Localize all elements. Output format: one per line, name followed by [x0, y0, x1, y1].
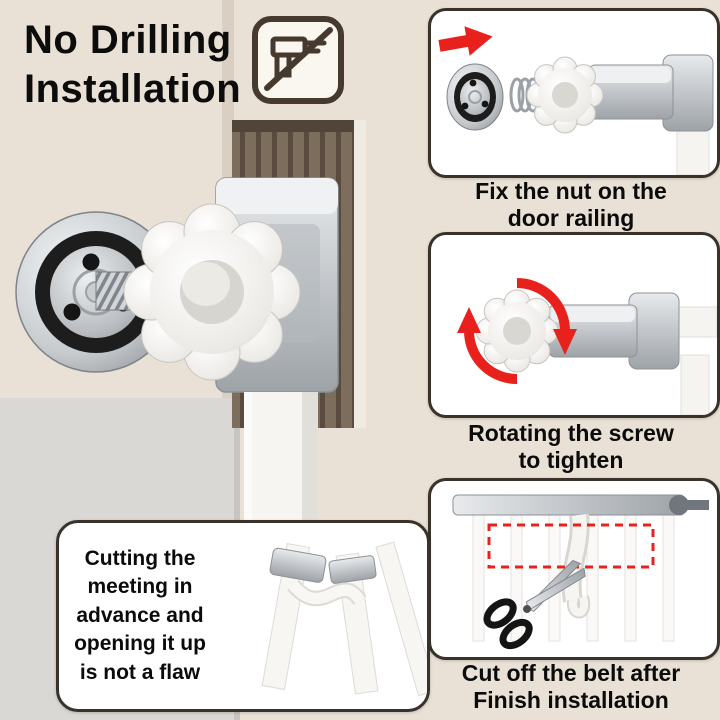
- rotation-arrow-icon: [457, 278, 577, 384]
- note-text: Cutting the meeting in advance and openi…: [59, 545, 221, 687]
- note-panel: Cutting the meeting in advance and openi…: [56, 520, 430, 712]
- knob-small: [475, 289, 559, 373]
- no-drilling-icon: [250, 14, 346, 106]
- step2-caption: Rotating the screw to tighten: [428, 420, 714, 474]
- note-line-1: Cutting the: [84, 547, 196, 571]
- gate-piece-far-right: [375, 541, 427, 697]
- red-arrow-icon: [438, 26, 493, 56]
- step1-panel: [428, 8, 720, 178]
- nut-and-knob-exploded-view: [438, 26, 714, 175]
- step1-caption: Fix the nut on the door railing: [428, 178, 714, 232]
- connecting-belt: [287, 579, 367, 607]
- gate-piece-right: [328, 552, 379, 695]
- note-line-4: opening it up: [74, 632, 206, 656]
- gate-top-rail: [452, 494, 709, 516]
- bracket-arm-highlight: [551, 307, 635, 322]
- disc-small: [446, 63, 504, 131]
- note-line-3: advance and: [76, 603, 204, 627]
- step1-caption-line1: Fix the nut on the: [475, 178, 667, 204]
- rail-vertical: [680, 354, 710, 415]
- knob-small: [526, 56, 604, 134]
- scissors-icon: [483, 559, 586, 650]
- step1-caption-line2: door railing: [507, 205, 635, 232]
- tension-knob: [123, 203, 301, 381]
- note-line-5: is not a flaw: [79, 660, 201, 684]
- step3-panel: [428, 478, 720, 660]
- step2-caption-line1: Rotating the screw: [468, 420, 674, 446]
- pre-cut-belt-illustration: [261, 541, 427, 697]
- step2-panel: [428, 232, 720, 418]
- step3-caption-line1: Cut off the belt after: [461, 660, 681, 686]
- rail-horizontal: [674, 306, 717, 338]
- title-line-2: Installation: [24, 66, 242, 111]
- title-line-1: No Drilling: [24, 18, 232, 62]
- bracket-arm-highlight: [591, 67, 671, 83]
- step3-caption: Cut off the belt after Finish installati…: [428, 660, 714, 714]
- scissors-cutting-belt-view: [452, 494, 709, 650]
- step2-caption-line2: to tighten: [518, 447, 624, 474]
- note-line-2: meeting in: [87, 575, 193, 599]
- knob-rotation-view: [457, 278, 717, 415]
- page-title: No Drilling Installation: [24, 16, 241, 114]
- gate-piece-left: [261, 542, 327, 691]
- gate-bars: [472, 514, 675, 642]
- slash-line: [264, 27, 333, 91]
- step3-caption-line2: Finish installation: [473, 687, 669, 714]
